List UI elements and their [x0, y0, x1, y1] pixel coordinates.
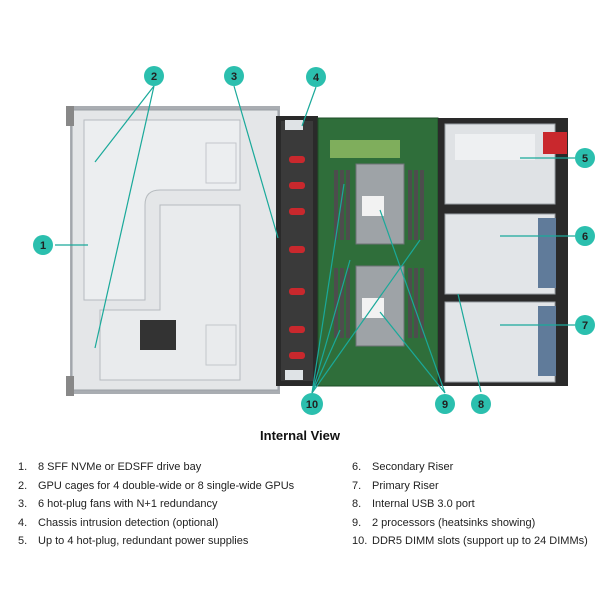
- legend-right: 6.Secondary Riser 7.Primary Riser 8.Inte…: [352, 458, 588, 551]
- server-internal-diagram: 1 2 3 4 5 6 7 8 9 10: [33, 66, 595, 415]
- callout-9: 9: [435, 394, 455, 414]
- svg-text:2: 2: [151, 71, 157, 83]
- callout-10: 10: [301, 393, 323, 415]
- motherboard: [317, 117, 439, 387]
- legend-item: 9.2 processors (heatsinks showing): [352, 516, 536, 529]
- legend-item: 3.6 hot-plug fans with N+1 redundancy: [18, 498, 218, 510]
- svg-text:4: 4: [313, 72, 320, 84]
- callout-4: 4: [306, 67, 326, 87]
- svg-text:10: 10: [306, 399, 318, 411]
- fan-bank: [276, 116, 318, 386]
- svg-text:5: 5: [582, 153, 588, 165]
- info-label-plate: [140, 320, 176, 350]
- leader-lines: [55, 85, 575, 394]
- callout-8: 8: [471, 394, 491, 414]
- legend-item: 4.Chassis intrusion detection (optional): [18, 516, 219, 529]
- svg-text:7: 7: [582, 320, 588, 332]
- diagram-caption: Internal View: [260, 428, 340, 443]
- legend-item: 5.Up to 4 hot-plug, redundant power supp…: [18, 535, 249, 547]
- legend-left: 1.8 SFF NVMe or EDSFF drive bay 2.GPU ca…: [18, 458, 294, 551]
- callout-5: 5: [575, 148, 595, 168]
- callout-2: 2: [144, 66, 164, 86]
- svg-text:8: 8: [478, 399, 484, 411]
- legend-item: 10.DDR5 DIMM slots (support up to 24 DIM…: [352, 535, 588, 547]
- callout-7: 7: [575, 315, 595, 335]
- legend-item: 1.8 SFF NVMe or EDSFF drive bay: [18, 461, 202, 473]
- svg-text:9: 9: [442, 399, 448, 411]
- legend-item: 7.Primary Riser: [352, 479, 439, 492]
- callout-1: 1: [33, 235, 53, 255]
- rear-modules: [438, 118, 568, 386]
- svg-text:6: 6: [582, 231, 588, 243]
- legend-item: 2.GPU cages for 4 double-wide or 8 singl…: [18, 479, 295, 492]
- callout-3: 3: [224, 66, 244, 86]
- callout-6: 6: [575, 226, 595, 246]
- chassis-front: [66, 106, 280, 396]
- legend-item: 6.Secondary Riser: [352, 461, 454, 473]
- legend-item: 8.Internal USB 3.0 port: [352, 498, 475, 510]
- svg-text:1: 1: [40, 240, 46, 252]
- svg-text:3: 3: [231, 71, 237, 83]
